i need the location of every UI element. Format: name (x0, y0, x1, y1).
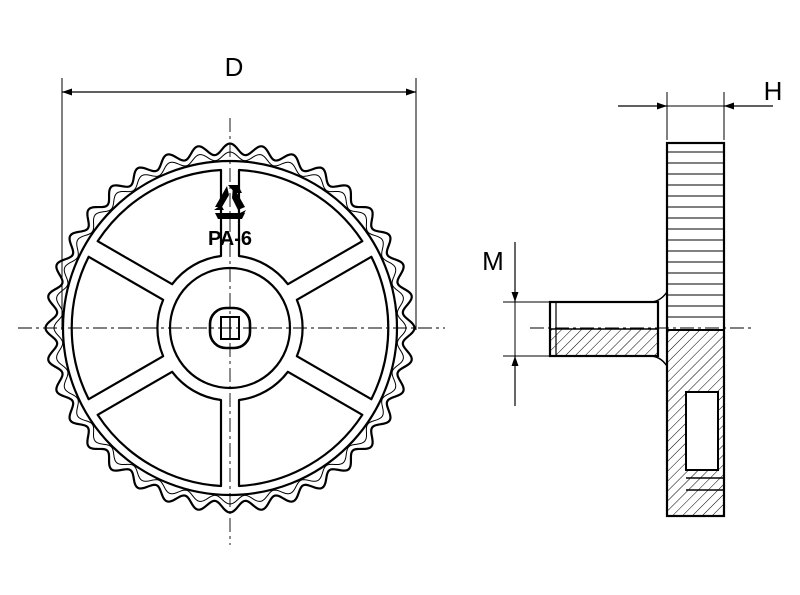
spoke-window (96, 168, 223, 286)
spoke-window (237, 370, 364, 488)
diameter-label: D (225, 52, 244, 82)
thread-label: M (482, 246, 504, 276)
thread-dimension: M (482, 242, 550, 406)
side-view: H M (482, 76, 782, 518)
spoke-window (96, 370, 223, 488)
recycling-icon (214, 185, 246, 219)
front-view: PA-6 D (18, 52, 445, 545)
material-mark: PA-6 (208, 228, 252, 250)
spoke-window (70, 255, 165, 401)
spoke-window (295, 255, 390, 401)
shaft-section (549, 328, 659, 357)
height-label: H (764, 76, 783, 106)
diameter-dimension: D (61, 52, 417, 330)
spoke-window (237, 168, 364, 286)
rim-recess (685, 391, 719, 471)
height-dimension: H (618, 76, 782, 140)
spoke-windows (70, 168, 390, 488)
side-knurl-lines (667, 151, 724, 318)
